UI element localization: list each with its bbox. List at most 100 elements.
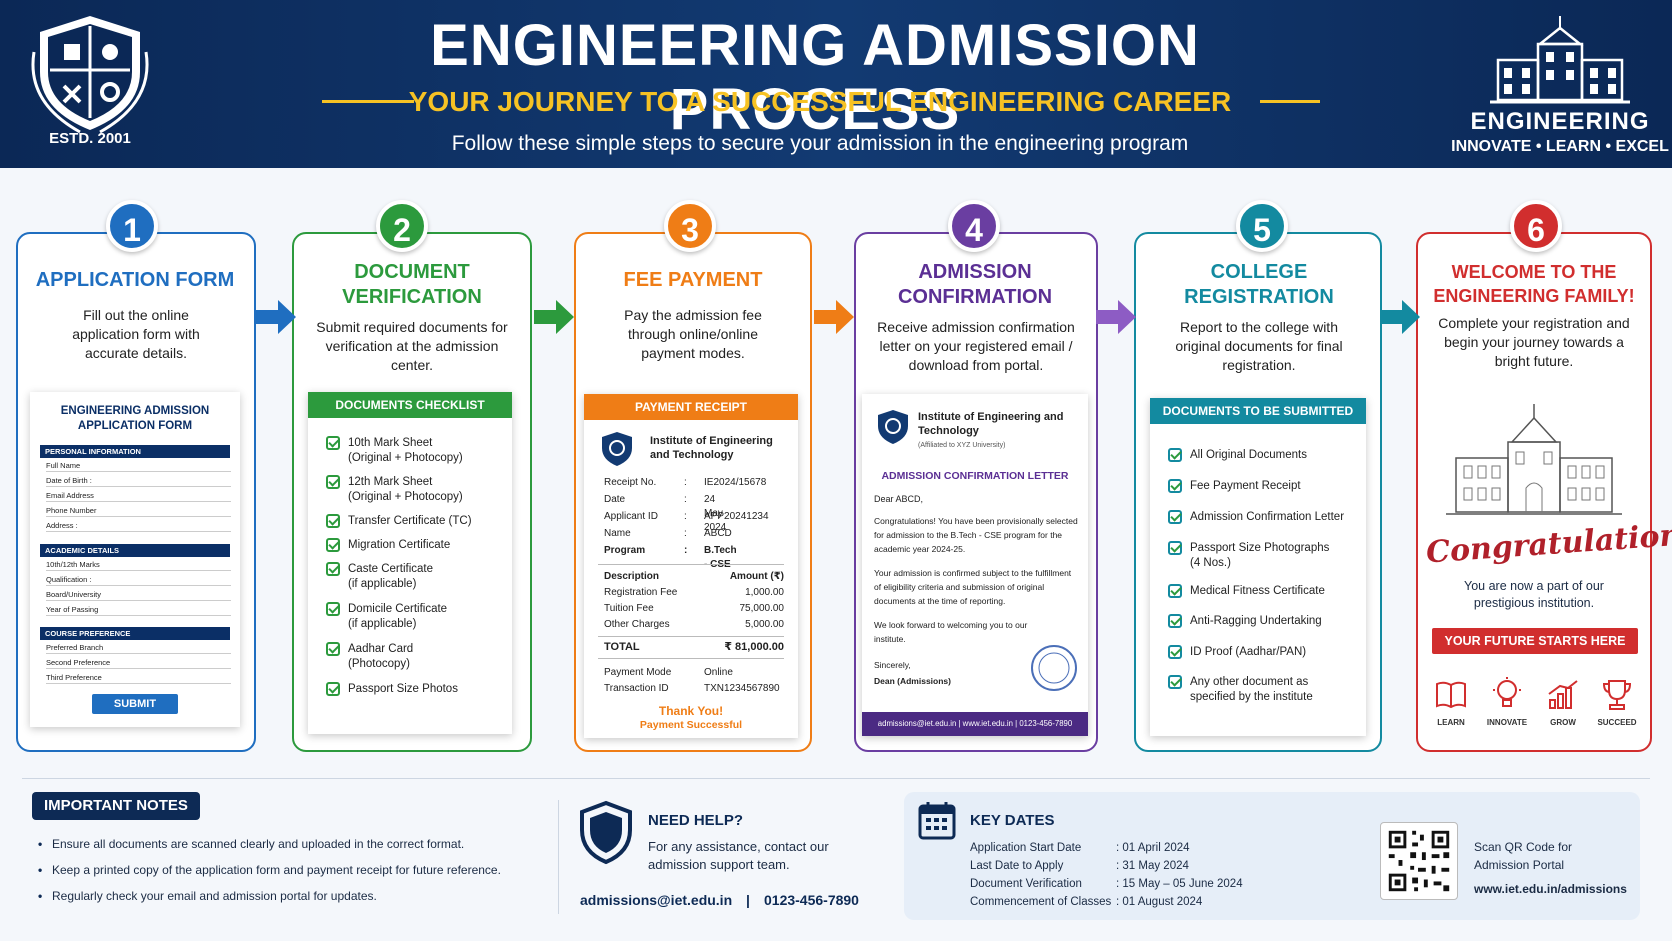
key-dates-panel [904,792,1640,920]
letter-affiliation: (Affiliated to XYZ University) [918,442,1006,449]
icon-label: SUCCEED [1597,718,1637,727]
help-phone-link[interactable]: 0123-456-7890 [764,892,859,908]
letter-signoff: Sincerely, [874,660,911,670]
form-field-label: Board/University [46,588,231,601]
check-icon [1168,645,1182,659]
step-number-badge: 1 [106,200,158,252]
check-icon [1168,584,1182,598]
page-tagline: Follow these simple steps to secure your… [451,132,1189,155]
help-email-link[interactable]: admissions@iet.edu.in [580,892,733,908]
established-year: ESTD. 2001 [49,130,131,147]
form-field-label: Address : [46,519,231,532]
growth-chart-icon [1548,680,1578,709]
vertical-divider [558,800,559,914]
subtitle-divider-right [1260,100,1320,103]
letter-footer: admissions@iet.edu.in | www.iet.edu.in |… [862,712,1088,736]
form-section-header: ACADEMIC DETAILS [40,544,230,557]
check-icon [326,514,340,528]
engineering-brand: ENGINEERING INNOVATE • LEARN • EXCEL [1451,14,1670,164]
check-icon [1168,675,1182,689]
check-icon [326,642,340,656]
documents-to-submit: DOCUMENTS TO BE SUBMITTED All Original D… [1150,398,1366,736]
receipt-field: Date:24 May 2024 [604,494,727,533]
help-title: NEED HELP? [648,812,744,829]
brand-tagline: INNOVATE • LEARN • EXCEL [1451,138,1669,155]
step-number-badge: 5 [1236,200,1288,252]
letter-institute: Institute of Engineering and Technology [918,411,1064,437]
institute-emblem-icon [878,410,908,444]
note-item: Ensure all documents are scanned clearly… [38,836,464,852]
brand-name: ENGINEERING [1470,108,1650,135]
step-description: Submit required documents for verificati… [316,319,508,373]
arrow-right-icon [814,300,854,334]
document-item: All Original Documents [1168,448,1307,463]
check-icon [326,538,340,552]
arrow-right-icon [1380,300,1420,334]
letter-signer: Dean (Admissions) [874,676,951,686]
receipt-field: Program:B.Tech - CSE [604,545,737,570]
arrow-right-icon [534,300,574,334]
help-text: For any assistance, contact our admissio… [648,839,829,872]
college-crest-logo [31,16,149,134]
institute-emblem-icon [602,432,632,466]
form-field-label: Year of Passing [46,603,231,616]
portal-url-link[interactable]: www.iet.edu.in/admissions [1474,882,1627,896]
subtitle-divider-left [322,100,414,103]
step-title: FEE PAYMENT [623,269,763,291]
form-field-label: 10th/12th Marks [46,558,231,571]
building-icon [1490,16,1630,104]
submit-button[interactable]: SUBMIT [92,694,178,714]
document-item: Medical Fitness Certificate [1168,584,1325,599]
checklist-title: DOCUMENTS CHECKLIST [308,392,512,418]
key-date-row: Commencement of Classes: 01 August 2024 [970,896,1203,908]
step-number-badge: 4 [948,200,1000,252]
welcome-message: You are now a part of our prestigious in… [1464,579,1604,610]
document-item: Passport Size Photographs (4 Nos.) [1168,541,1329,571]
note-item: Keep a printed copy of the application f… [38,862,501,878]
icon-label: LEARN [1437,718,1465,727]
form-field-label: Preferred Branch [46,641,231,654]
admission-letter: Institute of Engineering and Technology … [862,394,1088,736]
receipt-field: Name:ABCD [604,528,732,539]
official-seal-icon [1031,645,1077,691]
form-field-label: Second Preference [46,656,231,669]
receipt-field: Applicant ID:APP20241234 [604,511,769,522]
key-dates-title: KEY DATES [970,812,1055,829]
document-item: ID Proof (Aadhar/PAN) [1168,645,1306,660]
checklist-item: 10th Mark Sheet (Original + Photocopy) [326,436,463,466]
qr-label: Scan QR Code for Admission Portal [1474,840,1573,872]
important-notes-title: IMPORTANT NOTES [32,792,200,820]
arrow-right-icon [256,300,296,334]
check-icon [326,562,340,576]
step-description: Complete your registration and begin you… [1438,315,1630,369]
key-date-row: Application Start Date: 01 April 2024 [970,842,1190,854]
form-field-label: Email Address [46,489,231,502]
header-banner: ESTD. 2001 ENGINEERING ADMISSION PROCESS… [0,0,1672,168]
form-field-label: Phone Number [46,504,231,517]
checklist-item: Passport Size Photos [326,682,458,697]
checklist-item: Caste Certificate (if applicable) [326,562,433,592]
checklist-item: 12th Mark Sheet (Original + Photocopy) [326,475,463,505]
step-number-badge: 3 [664,200,716,252]
future-starts-banner: YOUR FUTURE STARTS HERE [1432,628,1638,654]
document-item: Admission Confirmation Letter [1168,510,1344,525]
receipt-total: TOTAL₹ 81,000.00 [604,641,784,653]
note-item: Regularly check your email and admission… [38,888,377,904]
form-title: ENGINEERING ADMISSION APPLICATION FORM [60,405,210,432]
help-separator: | [746,892,750,908]
documents-checklist: DOCUMENTS CHECKLIST 10th Mark Sheet (Ori… [308,392,512,734]
letter-title: ADMISSION CONFIRMATION LETTER [881,470,1069,482]
form-field-label: Third Preference [46,671,231,684]
qr-code[interactable] [1380,822,1458,900]
check-icon [1168,479,1182,493]
form-field-label: Full Name [46,459,231,472]
step-title: COLLEGE REGISTRATION [1184,261,1334,308]
receipt-title: PAYMENT RECEIPT [584,394,798,420]
section-divider [22,778,1650,779]
key-date-row: Last Date to Apply: 31 May 2024 [970,860,1189,872]
document-item: Any other document as specified by the i… [1168,675,1313,705]
